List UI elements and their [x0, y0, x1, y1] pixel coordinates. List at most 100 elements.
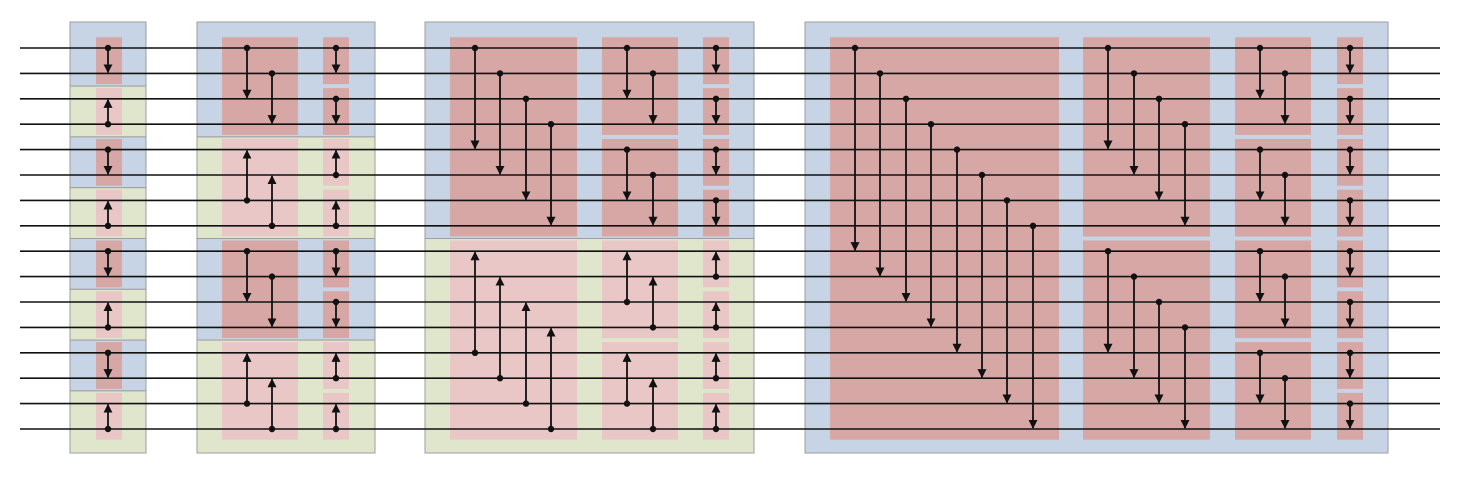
- comparator-stage-4-step-2-wires-10-14: [1129, 273, 1139, 379]
- comparator-stage-4-step-2-wires-4-8: [1180, 121, 1190, 226]
- comparator-stage-4-step-4-wires-11-12: [1345, 298, 1355, 328]
- stage-2-group-2-step-1-subblock: [222, 138, 298, 237]
- stage-1-group-2-step-1-subblock: [96, 88, 122, 135]
- comparator-stage-3-step-1-wires-4-8: [546, 121, 556, 226]
- stage-4-group-1-step-2-subblock: [1083, 240, 1210, 440]
- comparator-stage-2-step-1-wires-10-12: [267, 273, 277, 328]
- comparator-stage-4-step-3-wires-1-3: [1255, 44, 1265, 99]
- comparator-stage-3-step-1-wires-10-14: [495, 276, 505, 382]
- stage-3-group-1-step-2-subblock: [602, 37, 678, 135]
- comparator-stage-4-step-2-wires-2-6: [1129, 70, 1139, 175]
- comparator-stage-4-step-4-wires-9-10: [1345, 248, 1355, 277]
- comparator-stage-4-step-2-wires-9-13: [1103, 248, 1113, 353]
- stage-1-group-4-step-1-subblock: [96, 189, 122, 237]
- stage-1-group-5-step-1-subblock: [96, 240, 122, 288]
- stage-1-group-6-step-1-subblock: [96, 291, 122, 339]
- stage-4-group-1-step-3-subblock: [1235, 240, 1311, 339]
- comparator-stage-1-step-1-wires-3-4: [103, 98, 113, 128]
- comparator-stage-2-step-2-wires-7-8: [331, 200, 341, 229]
- comparator-stage-2-step-1-wires-1-3: [242, 44, 252, 99]
- stage-1-group-1-step-1-subblock: [96, 37, 122, 85]
- comparator-stage-4-step-1-wires-4-12: [926, 121, 936, 328]
- comparator-stage-2-step-2-wires-11-12: [331, 298, 341, 328]
- comparator-stage-3-step-3-wires-7-8: [711, 197, 721, 226]
- comparator-stage-4-step-2-wires-3-7: [1154, 95, 1164, 201]
- comparator-stage-4-step-1-wires-7-15: [1002, 197, 1012, 404]
- comparator-stage-4-step-4-wires-5-6: [1345, 146, 1355, 175]
- comparator-stage-2-step-1-wires-13-15: [242, 352, 252, 407]
- stage-3-group-1-step-2-subblock: [602, 138, 678, 237]
- comparator-stage-4-step-3-wires-6-8: [1280, 171, 1290, 226]
- stage-4-group-1-step-3-subblock: [1235, 37, 1311, 135]
- comparator-stage-2-step-2-wires-1-2: [331, 44, 341, 74]
- comparator-stage-2-step-2-wires-3-4: [331, 95, 341, 125]
- comparator-stage-4-step-4-wires-13-14: [1345, 349, 1355, 379]
- stage-2-group-4-step-1-subblock: [222, 342, 298, 440]
- stage-2-group-1-step-1-subblock: [222, 37, 298, 135]
- comparator-stage-2-step-2-wires-9-10: [331, 248, 341, 277]
- comparator-stage-4-step-4-wires-3-4: [1345, 95, 1355, 125]
- comparator-stage-3-step-1-wires-11-15: [521, 302, 531, 407]
- comparator-stage-1-step-1-wires-1-2: [103, 44, 113, 74]
- stage-1-group-3-step-1-subblock: [96, 138, 122, 186]
- comparator-stage-2-step-1-wires-5-7: [242, 149, 252, 204]
- comparator-stage-3-step-2-wires-6-8: [648, 171, 658, 226]
- comparator-stage-3-step-3-wires-1-2: [711, 44, 721, 74]
- comparator-stage-1-step-1-wires-15-16: [103, 403, 113, 433]
- comparator-stage-3-step-2-wires-5-7: [622, 146, 632, 201]
- comparator-stage-3-step-3-wires-13-14: [711, 352, 721, 382]
- comparator-stage-4-step-1-wires-8-16: [1028, 222, 1038, 429]
- comparator-stage-3-step-1-wires-3-7: [521, 95, 531, 201]
- comparator-stage-2-step-2-wires-13-14: [331, 352, 341, 382]
- comparator-stage-1-step-1-wires-13-14: [103, 349, 113, 379]
- stage-4-group-1-step-2-subblock: [1083, 37, 1210, 237]
- comparator-stage-2-step-1-wires-6-8: [267, 175, 277, 229]
- stage-4-group-1-step-1-subblock: [830, 37, 1059, 440]
- comparator-stage-3-step-3-wires-5-6: [711, 146, 721, 175]
- comparator-stage-3-step-2-wires-14-16: [648, 378, 658, 433]
- comparator-stage-3-step-1-wires-12-16: [546, 327, 556, 433]
- comparator-stage-4-step-1-wires-5-13: [952, 146, 962, 353]
- comparator-stage-4-step-3-wires-5-7: [1255, 146, 1265, 201]
- stage-2-group-3-step-1-subblock: [222, 240, 298, 339]
- comparator-stage-2-step-1-wires-9-11: [242, 248, 252, 302]
- comparator-stage-3-step-3-wires-9-10: [711, 251, 721, 280]
- comparator-stage-3-step-2-wires-1-3: [622, 44, 632, 99]
- comparator-stage-4-step-1-wires-3-11: [901, 95, 911, 302]
- comparator-stage-1-step-1-wires-7-8: [103, 200, 113, 229]
- comparator-stage-4-step-1-wires-1-9: [850, 44, 860, 252]
- stage-4-group-1-step-3-subblock: [1235, 138, 1311, 237]
- stage-4-group-1-step-3-subblock: [1235, 342, 1311, 440]
- stage-3-group-1-step-1-subblock: [450, 37, 577, 237]
- comparator-stage-4-step-3-wires-14-16: [1280, 375, 1290, 429]
- comparator-stage-4-step-4-wires-15-16: [1345, 400, 1355, 429]
- stage-blocks-layer: [69, 21, 1389, 454]
- comparator-stage-4-step-3-wires-9-11: [1255, 248, 1265, 302]
- comparator-stage-1-step-1-wires-11-12: [103, 302, 113, 331]
- comparator-stage-4-step-1-wires-2-10: [875, 70, 885, 277]
- comparator-stage-3-step-3-wires-15-16: [711, 403, 721, 433]
- wires-layer: [20, 47, 1440, 430]
- comparator-stage-4-step-2-wires-12-16: [1180, 324, 1190, 429]
- stage-3-group-2-step-2-subblock: [602, 342, 678, 440]
- stage-1-group-7-step-1-subblock: [96, 342, 122, 389]
- comparators-layer: [103, 44, 1355, 433]
- comparator-stage-4-step-2-wires-1-5: [1103, 44, 1113, 150]
- comparator-stage-2-step-1-wires-14-16: [267, 378, 277, 433]
- comparator-stage-3-step-2-wires-10-12: [648, 276, 658, 331]
- comparator-stage-2-step-2-wires-5-6: [331, 149, 341, 179]
- stage-3-group-2-step-2-subblock: [602, 240, 678, 339]
- comparator-stage-3-step-3-wires-11-12: [711, 302, 721, 331]
- comparator-stage-4-step-3-wires-2-4: [1280, 70, 1290, 125]
- comparator-stage-4-step-1-wires-6-14: [977, 171, 987, 379]
- comparator-stage-3-step-1-wires-2-6: [495, 70, 505, 175]
- comparator-stage-4-step-4-wires-1-2: [1345, 44, 1355, 74]
- stage-1-group-8-step-1-subblock: [96, 392, 122, 440]
- comparator-stage-3-step-1-wires-9-13: [470, 251, 480, 356]
- comparator-stage-4-step-3-wires-10-12: [1280, 273, 1290, 328]
- comparator-stage-4-step-2-wires-11-15: [1154, 298, 1164, 404]
- comparator-stage-2-step-2-wires-15-16: [331, 403, 341, 433]
- comparator-stage-3-step-1-wires-1-5: [470, 44, 480, 150]
- comparator-stage-3-step-2-wires-9-11: [622, 251, 632, 306]
